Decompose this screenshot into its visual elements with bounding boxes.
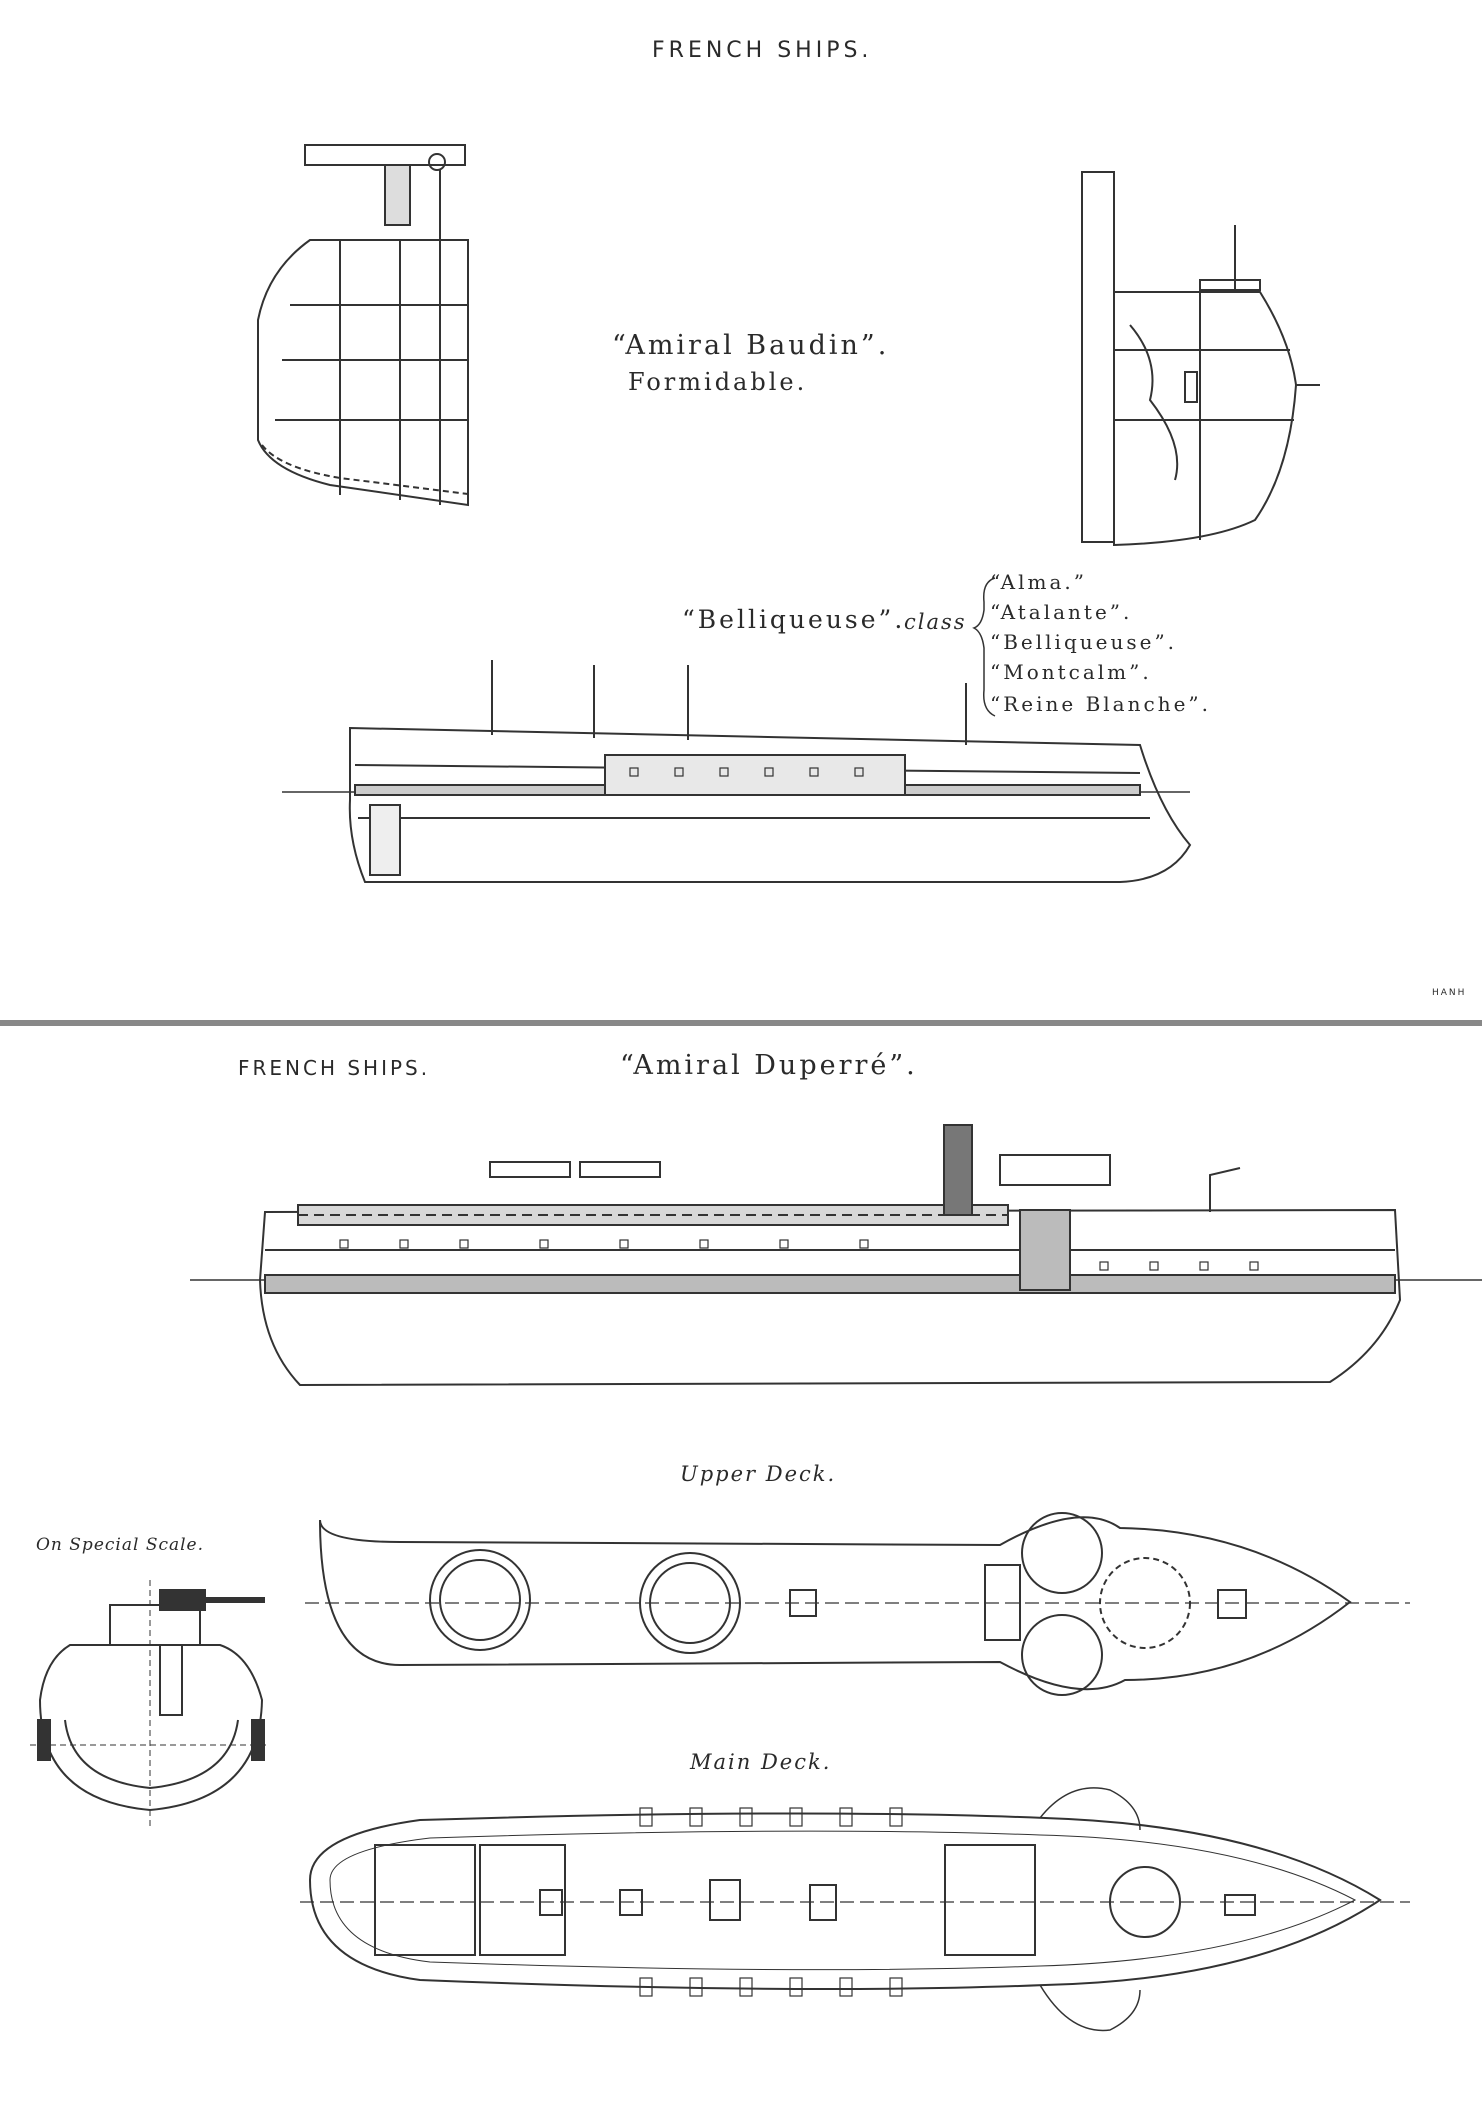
belliqueuse-profile [282, 660, 1192, 883]
class-bracket [972, 577, 996, 717]
class-member-3: “Belliqueuse”. [990, 630, 1178, 654]
main-deck-label: Main Deck. [690, 1750, 832, 1774]
duperre-profile [190, 1124, 1482, 1387]
baudin-left-section [257, 144, 469, 507]
class-word: class [904, 610, 967, 634]
baudin-name: “Amiral Baudin”. [612, 330, 890, 361]
duperre-name: “Amiral Duperré”. [620, 1050, 918, 1081]
main-deck-plan [300, 1787, 1410, 2032]
class-title: “Belliqueuse”. [682, 605, 906, 634]
class-member-5: “Reine Blanche”. [990, 692, 1211, 716]
upper-deck-label: Upper Deck. [680, 1462, 837, 1486]
top-plate-heading: FRENCH SHIPS. [652, 38, 873, 63]
bottom-plate-heading: FRENCH SHIPS. [238, 1056, 431, 1080]
plate-seam [0, 1020, 1482, 1026]
baudin-right-section [1081, 171, 1320, 547]
engraver-mark: HANH [1432, 988, 1467, 998]
formidable-name: Formidable. [628, 368, 808, 396]
class-member-1: “Alma.” [990, 570, 1087, 594]
upper-deck-plan [305, 1512, 1410, 1696]
duperre-cross-section [30, 1580, 270, 1830]
class-member-4: “Montcalm”. [990, 660, 1152, 684]
special-scale-note: On Special Scale. [36, 1535, 205, 1555]
class-member-2: “Atalante”. [990, 600, 1133, 624]
